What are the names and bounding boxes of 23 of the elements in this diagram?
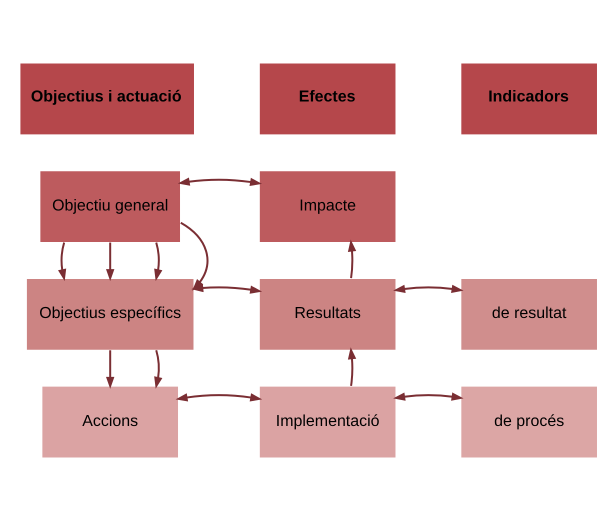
arrow xyxy=(178,177,262,186)
node-box: Resultats xyxy=(258,277,396,350)
arrow xyxy=(393,392,464,400)
node-box: Objectius específics xyxy=(26,277,194,350)
node-box: Accions xyxy=(41,385,180,458)
arrow xyxy=(106,350,114,388)
arrow xyxy=(191,283,262,294)
node-box: Objectius i actuació xyxy=(19,62,195,135)
arrow xyxy=(154,350,162,388)
node-box: Objectiu general xyxy=(39,170,182,243)
arrow xyxy=(176,392,262,402)
node-box: Indicadors xyxy=(460,62,598,135)
arrow xyxy=(58,242,66,281)
node-box: de procés xyxy=(460,385,598,458)
node-box: Implementació xyxy=(258,385,396,458)
arrow xyxy=(348,346,356,386)
arrow xyxy=(106,242,114,281)
node-box: de resultat xyxy=(460,277,598,350)
arrow xyxy=(154,242,162,281)
node-box: Efectes xyxy=(258,62,396,135)
node-box: Impacte xyxy=(258,170,396,243)
arrow xyxy=(393,284,464,293)
arrow xyxy=(348,239,356,278)
